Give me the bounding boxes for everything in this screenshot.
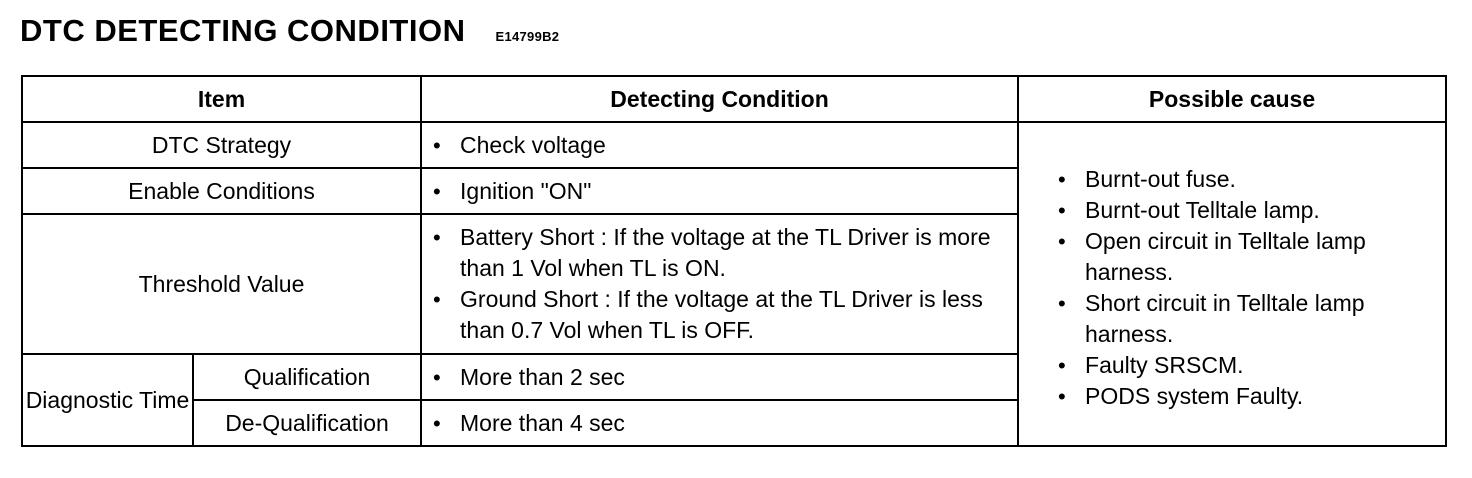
list-item: More than 4 sec bbox=[433, 408, 1005, 439]
condition-threshold-value: Battery Short : If the voltage at the TL… bbox=[420, 213, 1020, 355]
table-row-de-qualification: De-Qualification More than 4 sec bbox=[22, 399, 1446, 447]
list-item: Ground Short : If the voltage at the TL … bbox=[433, 284, 1005, 346]
table-row-threshold-value: Threshold Value Battery Short : If the v… bbox=[20, 213, 1446, 355]
table-row-qualification: Diagnostic Time Qualification More than … bbox=[21, 353, 1446, 447]
item-enable-conditions: Enable Conditions bbox=[20, 167, 423, 215]
page-heading: DTC DETECTING CONDITION E14799B2 bbox=[20, 8, 559, 54]
list-item: Check voltage bbox=[433, 130, 1005, 161]
item-de-qualification: De-Qualification bbox=[191, 399, 423, 447]
page-title: DTC DETECTING CONDITION bbox=[20, 13, 466, 48]
condition-qualification: More than 2 sec bbox=[420, 353, 1020, 401]
table-header-row: Item Detecting Condition Possible cause bbox=[20, 75, 1448, 123]
header-possible-cause: Possible cause bbox=[1017, 75, 1448, 123]
condition-list: Check voltage bbox=[422, 130, 1017, 161]
condition-dtc-strategy: Check voltage bbox=[420, 121, 1020, 169]
item-diagnostic-time: Diagnostic Time bbox=[21, 353, 194, 447]
condition-enable-conditions: Ignition "ON" bbox=[420, 167, 1020, 215]
condition-list: Battery Short : If the voltage at the TL… bbox=[422, 222, 1017, 346]
header-item: Item bbox=[20, 75, 423, 123]
table-row-dtc-strategy: DTC Strategy Check voltage Burnt-out fus… bbox=[20, 121, 1448, 447]
possible-cause-cell: Burnt-out fuse. Burnt-out Telltale lamp.… bbox=[1017, 121, 1448, 447]
header-detecting-condition: Detecting Condition bbox=[420, 75, 1020, 123]
list-item: Ignition "ON" bbox=[433, 176, 1005, 207]
dtc-condition-table: Item Detecting Condition Possible cause … bbox=[20, 75, 1448, 447]
list-item: Battery Short : If the voltage at the TL… bbox=[433, 222, 1005, 284]
list-item: Faulty SRSCM. bbox=[1058, 350, 1433, 381]
item-threshold-value: Threshold Value bbox=[20, 213, 423, 355]
list-item: Burnt-out Telltale lamp. bbox=[1058, 195, 1433, 226]
list-item: Burnt-out fuse. bbox=[1058, 164, 1433, 195]
condition-de-qualification: More than 4 sec bbox=[420, 399, 1020, 447]
condition-list: More than 2 sec bbox=[422, 362, 1017, 393]
list-item: Short circuit in Telltale lamp harness. bbox=[1058, 288, 1433, 350]
document-code: E14799B2 bbox=[495, 29, 560, 44]
item-dtc-strategy: DTC Strategy bbox=[20, 121, 423, 169]
condition-list: More than 4 sec bbox=[422, 408, 1017, 439]
item-qualification: Qualification bbox=[191, 353, 423, 401]
list-item: PODS system Faulty. bbox=[1058, 381, 1433, 412]
table-row-enable-conditions: Enable Conditions Ignition "ON" bbox=[20, 167, 1446, 215]
list-item: Open circuit in Telltale lamp harness. bbox=[1058, 226, 1433, 288]
possible-cause-list: Burnt-out fuse. Burnt-out Telltale lamp.… bbox=[1019, 156, 1445, 412]
condition-list: Ignition "ON" bbox=[422, 176, 1017, 207]
list-item: More than 2 sec bbox=[433, 362, 1005, 393]
